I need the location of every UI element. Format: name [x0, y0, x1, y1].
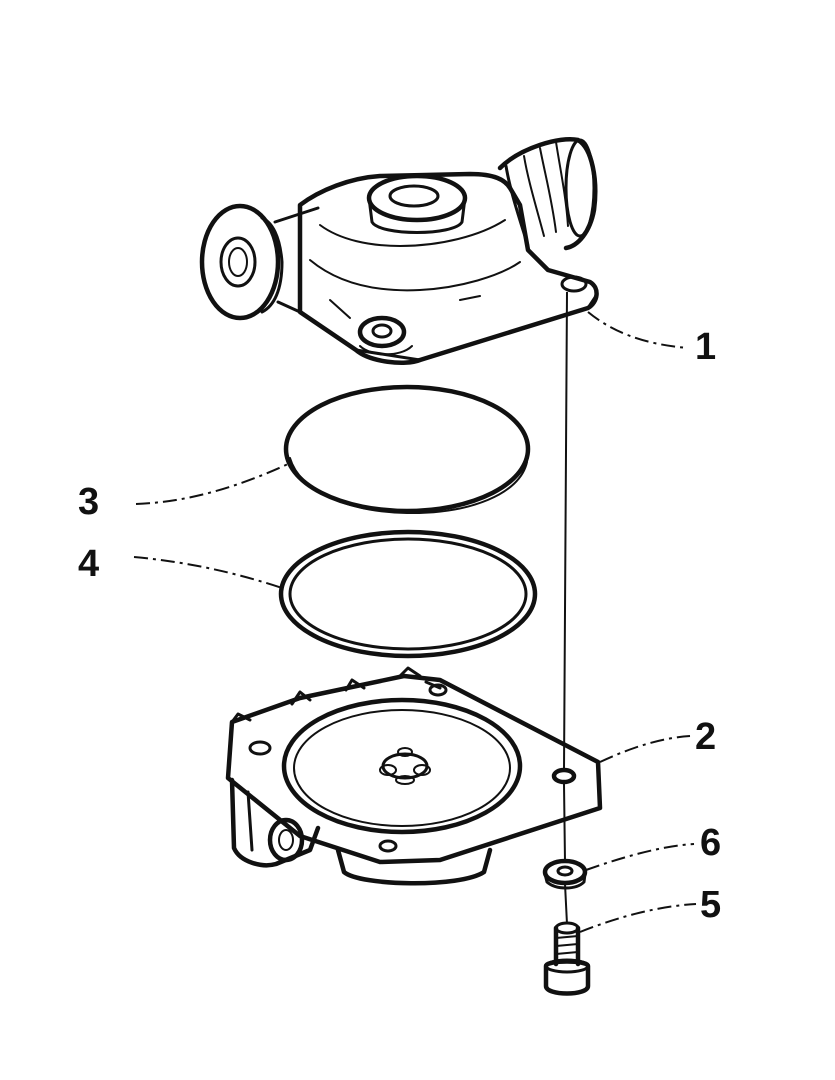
part-1-upper-housing [199, 137, 599, 365]
callout-5: 5 [700, 884, 722, 926]
part-2-lower-housing [225, 666, 603, 886]
callout-1: 1 [695, 326, 717, 368]
callout-6: 6 [700, 822, 722, 864]
leader-line-1 [587, 311, 689, 349]
part-6-washer [542, 858, 588, 890]
callout-4: 4 [78, 543, 100, 585]
callout-2: 2 [695, 716, 717, 758]
part-3-diaphragm-disc [283, 384, 531, 515]
leader-line-3 [135, 463, 289, 505]
callout-3: 3 [78, 481, 100, 523]
leader-line-6 [585, 843, 695, 871]
leader-line-2 [599, 735, 691, 763]
part-5-bolt [543, 921, 591, 996]
assembly-axis-line [563, 291, 568, 925]
part-4-o-ring [278, 529, 538, 659]
leader-line-5 [579, 903, 697, 933]
leader-line-4 [133, 556, 283, 589]
